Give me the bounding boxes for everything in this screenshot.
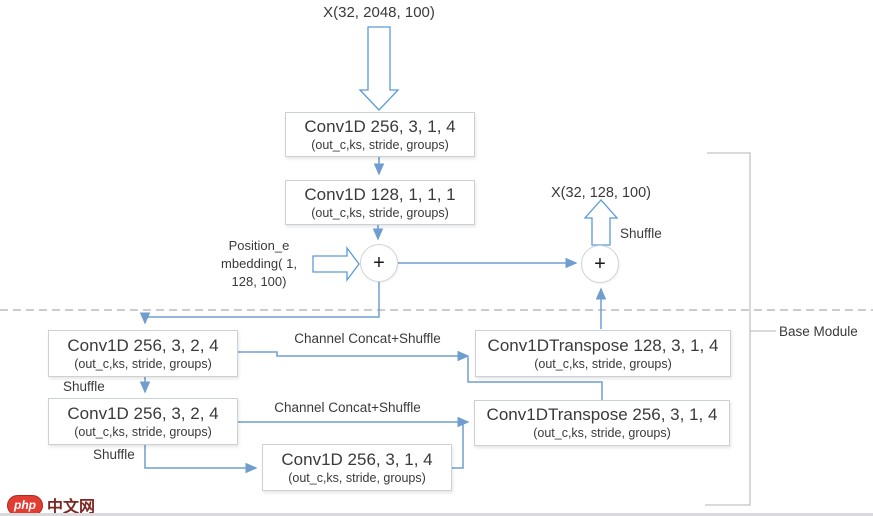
conv-block-d: Conv1D 256, 3, 2, 4 (out_c,ks, stride, g…	[48, 398, 238, 445]
base-module-bracket	[705, 152, 751, 506]
deconv-block-a-params: (out_c,ks, stride, groups)	[534, 356, 672, 371]
output-tensor-label: X(32, 128, 100)	[551, 185, 651, 201]
conv-block-c: Conv1D 256, 3, 2, 4 (out_c,ks, stride, g…	[48, 330, 238, 377]
edge-deconvB-to-deconvA	[467, 357, 603, 400]
shuffle-output-label: Shuffle	[620, 226, 662, 241]
conv-block-a: Conv1D 256, 3, 1, 4 (out_c,ks, stride, g…	[285, 112, 475, 157]
conv-block-b: Conv1D 128, 1, 1, 1 (out_c,ks, stride, g…	[285, 180, 475, 225]
conv-block-d-params: (out_c,ks, stride, groups)	[74, 424, 212, 439]
conv-block-d-title: Conv1D 256, 3, 2, 4	[67, 403, 219, 423]
channel-concat-top-label: Channel Concat+Shuffle	[294, 331, 441, 346]
conv-block-e-params: (out_c,ks, stride, groups)	[288, 470, 426, 485]
conv-block-c-params: (out_c,ks, stride, groups)	[74, 356, 212, 371]
conv-block-e: Conv1D 256, 3, 1, 4 (out_c,ks, stride, g…	[262, 444, 452, 491]
deconv-block-a-title: Conv1DTranspose 128, 3, 1, 4	[487, 335, 719, 355]
plus-icon: +	[594, 252, 606, 275]
conv-block-c-title: Conv1D 256, 3, 2, 4	[67, 335, 219, 355]
deconv-block-a: Conv1DTranspose 128, 3, 1, 4 (out_c,ks, …	[475, 330, 731, 377]
position-embedding-label: Position_e mbedding( 1, 128, 100)	[221, 238, 297, 289]
plus-icon: +	[373, 251, 385, 274]
edge-convE-to-deconvB	[452, 423, 464, 469]
channel-concat-bottom-label: Channel Concat+Shuffle	[274, 400, 421, 415]
conv-block-b-title: Conv1D 128, 1, 1, 1	[304, 184, 456, 204]
edge-concat-top	[238, 350, 470, 362]
conv-block-e-title: Conv1D 256, 3, 1, 4	[281, 449, 433, 469]
output-arrow-icon	[583, 199, 619, 246]
conv-block-a-title: Conv1D 256, 3, 1, 4	[304, 116, 456, 136]
sum-node-1: +	[360, 244, 398, 282]
edge-sum1-to-convC	[139, 282, 380, 325]
position-embedding-arrow-icon	[312, 246, 360, 282]
input-arrow-icon	[358, 26, 400, 111]
deconv-block-b-title: Conv1DTranspose 256, 3, 1, 4	[486, 405, 718, 424]
php-logo-name: 中文网	[47, 499, 96, 516]
conv-block-a-params: (out_c,ks, stride, groups)	[311, 137, 449, 152]
shuffle-bottom-label: Shuffle	[93, 447, 135, 462]
edge-convD-to-convE	[144, 445, 258, 474]
sum-node-2: +	[581, 245, 619, 283]
php-cn-logo: php 中文网	[7, 493, 95, 516]
input-tensor-label: X(32, 2048, 100)	[323, 4, 435, 21]
conv-block-b-params: (out_c,ks, stride, groups)	[311, 205, 449, 220]
shuffle-mid-label: Shuffle	[63, 379, 105, 394]
base-module-label: Base Module	[779, 324, 858, 339]
bottom-divider	[0, 513, 873, 516]
deconv-block-b: Conv1DTranspose 256, 3, 1, 4 (out_c,ks, …	[474, 400, 730, 446]
deconv-block-b-params: (out_c,ks, stride, groups)	[533, 426, 671, 440]
